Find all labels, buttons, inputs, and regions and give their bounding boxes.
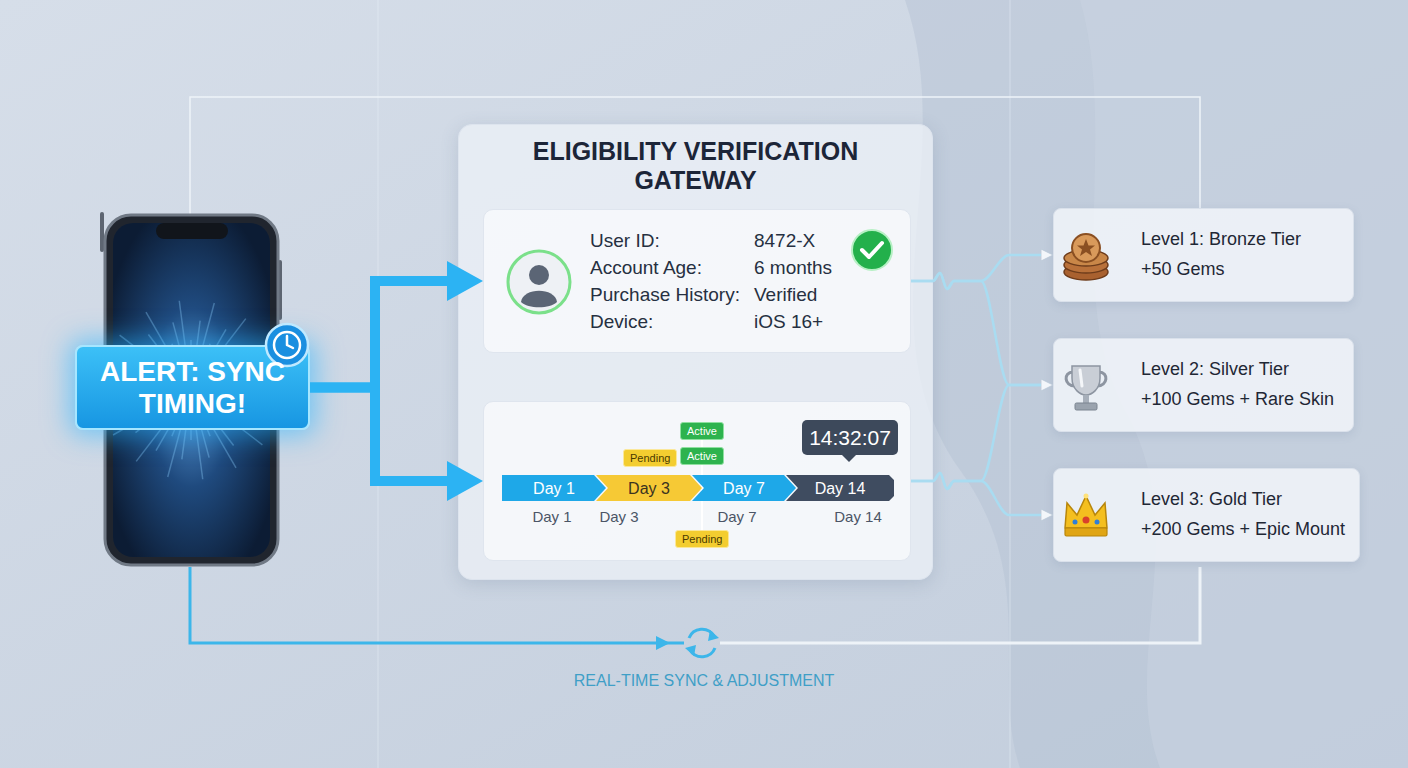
timeline-step: Day 14 bbox=[786, 475, 894, 503]
tier-title: Level 2: Silver Tier bbox=[1141, 359, 1334, 380]
panel-title: ELIGIBILITY VERIFICATION GATEWAY bbox=[531, 137, 861, 195]
tier-reward: +200 Gems + Epic Mount bbox=[1141, 519, 1345, 540]
badge-text: Active bbox=[687, 449, 717, 463]
field-label: Device: bbox=[590, 308, 740, 335]
field-label: Account Age: bbox=[590, 254, 740, 281]
badge-text: Pending bbox=[630, 451, 670, 465]
reward-tier: Level 3: Gold Tier +200 Gems + Epic Mount bbox=[1053, 468, 1360, 562]
timeline-card: Day 1Day 3Day 7Day 14Day 1Day 3Day 7Day … bbox=[483, 401, 911, 561]
badge-text: Pending bbox=[682, 532, 722, 546]
bronze-coins-icon bbox=[1058, 228, 1114, 284]
status-badge: Active bbox=[680, 422, 724, 440]
field-value: 6 months bbox=[754, 254, 832, 281]
tier-reward: +50 Gems bbox=[1141, 259, 1301, 280]
check-icon bbox=[848, 226, 896, 274]
caption-label: REAL-TIME SYNC & ADJUSTMENT bbox=[504, 671, 904, 691]
timeline-step: Day 1 bbox=[502, 475, 606, 503]
status-badge: Pending bbox=[675, 530, 729, 548]
day-label: Day 3 bbox=[592, 508, 646, 526]
field-value: Verified bbox=[754, 281, 832, 308]
reward-tier: Level 2: Silver Tier +100 Gems + Rare Ski… bbox=[1053, 338, 1354, 432]
step-label: Day 7 bbox=[723, 480, 765, 498]
status-badge: Pending bbox=[623, 449, 677, 467]
time-text: 14:32:07 bbox=[809, 426, 891, 450]
gold-crown-icon bbox=[1058, 488, 1114, 544]
alert-text: ALERT: SYNC TIMING! bbox=[94, 356, 291, 420]
field-label: Purchase History: bbox=[590, 281, 740, 308]
time-display: 14:32:07 bbox=[802, 420, 898, 455]
tier-reward: +100 Gems + Rare Skin bbox=[1141, 389, 1334, 410]
step-label: Day 14 bbox=[815, 480, 866, 498]
tier-title: Level 3: Gold Tier bbox=[1141, 489, 1345, 510]
alert-box: ALERT: SYNC TIMING! bbox=[75, 345, 310, 430]
badge-text: Active bbox=[687, 424, 717, 438]
silver-trophy-icon bbox=[1058, 358, 1114, 414]
status-badge: Active bbox=[680, 447, 724, 465]
info-card: User ID: 8472-X Account Age: 6 monthsPurcha… bbox=[483, 209, 911, 353]
step-label: Day 3 bbox=[628, 480, 670, 498]
field-value: 8472-X bbox=[754, 227, 832, 254]
reward-tier: Level 1: Bronze Tier +50 Gems bbox=[1053, 208, 1354, 302]
day-label: Day 1 bbox=[512, 508, 592, 526]
sync-loop bbox=[190, 567, 1200, 657]
field-label: User ID: bbox=[590, 227, 740, 254]
timeline-step: Day 3 bbox=[596, 475, 702, 503]
tier-title: Level 1: Bronze Tier bbox=[1141, 229, 1301, 250]
gateway-panel: ELIGIBILITY VERIFICATION GATEWAY User ID… bbox=[458, 124, 933, 580]
day-label: Day 14 bbox=[828, 508, 888, 526]
step-label: Day 1 bbox=[533, 480, 575, 498]
day-label: Day 7 bbox=[646, 508, 828, 526]
timeline-step: Day 7 bbox=[692, 475, 796, 503]
avatar-icon bbox=[504, 247, 574, 317]
field-value: iOS 16+ bbox=[754, 308, 832, 335]
